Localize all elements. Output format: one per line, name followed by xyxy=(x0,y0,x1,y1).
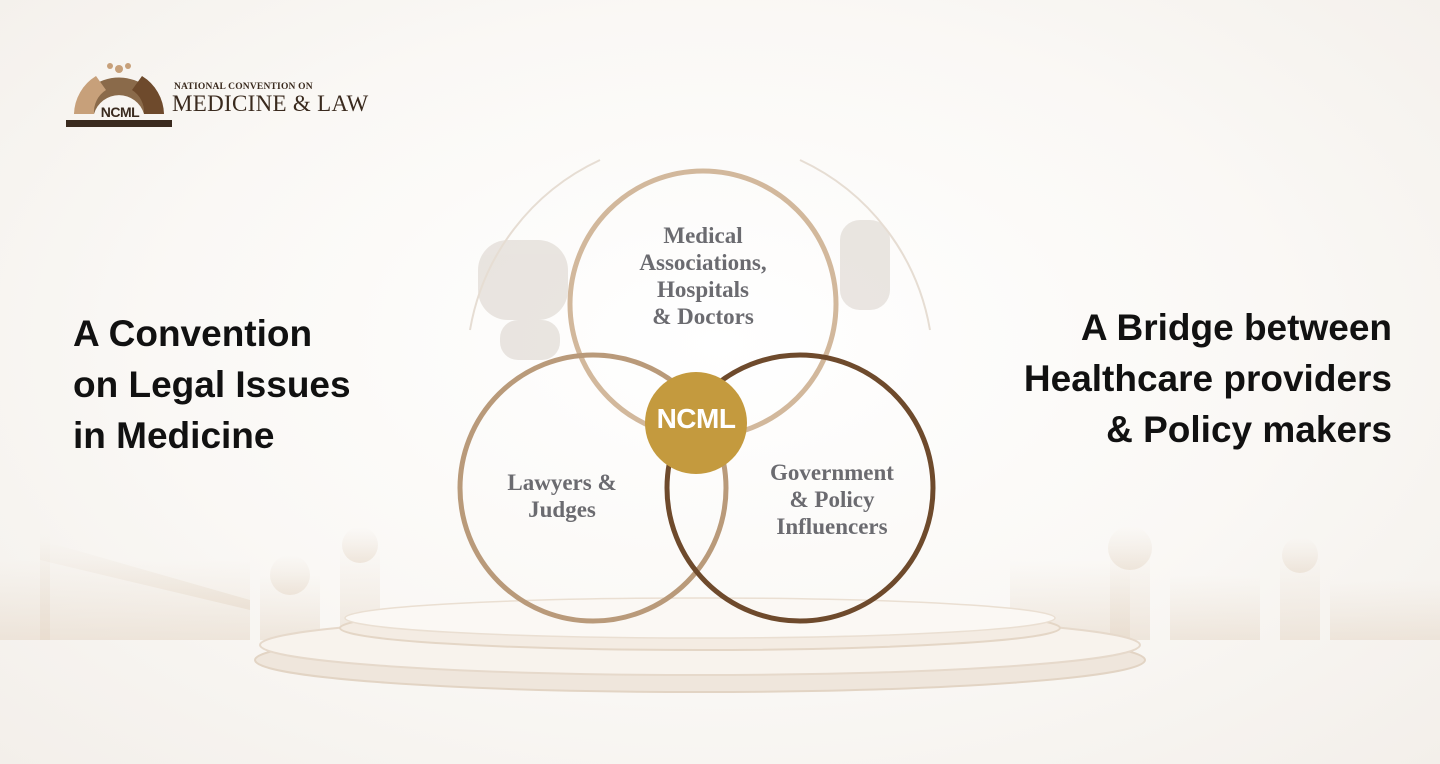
ncml-logo[interactable]: NCML NATIONAL CONVENTION ON MEDICINE & L… xyxy=(66,62,369,132)
center-badge xyxy=(645,372,747,474)
left-tagline-line: on Legal Issues xyxy=(73,364,351,405)
center-label: NCML xyxy=(656,403,736,434)
right-circle-text-line: Influencers xyxy=(776,514,888,539)
left-circle-label: Lawyers & Judges xyxy=(482,469,642,523)
left-tagline-line: in Medicine xyxy=(73,415,275,456)
right-tagline-line: Healthcare providers xyxy=(1023,358,1392,399)
left-tagline-line: A Convention xyxy=(73,313,313,354)
top-circle-text-line: & Doctors xyxy=(652,304,754,329)
logo-subtitle: NATIONAL CONVENTION ON xyxy=(174,82,313,92)
decorative-arcs xyxy=(469,159,931,331)
left-tagline: A Convention on Legal Issues in Medicine xyxy=(73,308,351,461)
logo-emblem xyxy=(66,63,172,127)
left-circle-text-line: Lawyers & xyxy=(507,470,617,495)
top-circle-text-line: Hospitals xyxy=(656,277,750,302)
podium xyxy=(254,597,1146,693)
city-silhouette xyxy=(0,526,1440,640)
world-map-dots xyxy=(478,220,890,360)
right-circle-text-line: Government xyxy=(770,460,894,485)
top-circle-text-line: Medical xyxy=(663,223,743,248)
top-circle-text-line: Associations, xyxy=(639,250,767,275)
right-circle-text-line: & Policy xyxy=(789,487,875,512)
right-circle-label: Government & Policy Influencers xyxy=(752,459,912,540)
right-circle xyxy=(664,352,936,624)
left-circle-text-line: Judges xyxy=(528,497,596,522)
right-tagline: A Bridge between Healthcare providers & … xyxy=(1024,302,1392,455)
right-tagline-line: A Bridge between xyxy=(1080,307,1392,348)
logo-title: MEDICINE & LAW xyxy=(172,91,369,116)
left-circle xyxy=(457,352,729,624)
logo-abbreviation: NCML xyxy=(100,104,140,120)
right-tagline-line: & Policy makers xyxy=(1106,409,1392,450)
top-circle-label: Medical Associations, Hospitals & Doctor… xyxy=(603,222,803,330)
